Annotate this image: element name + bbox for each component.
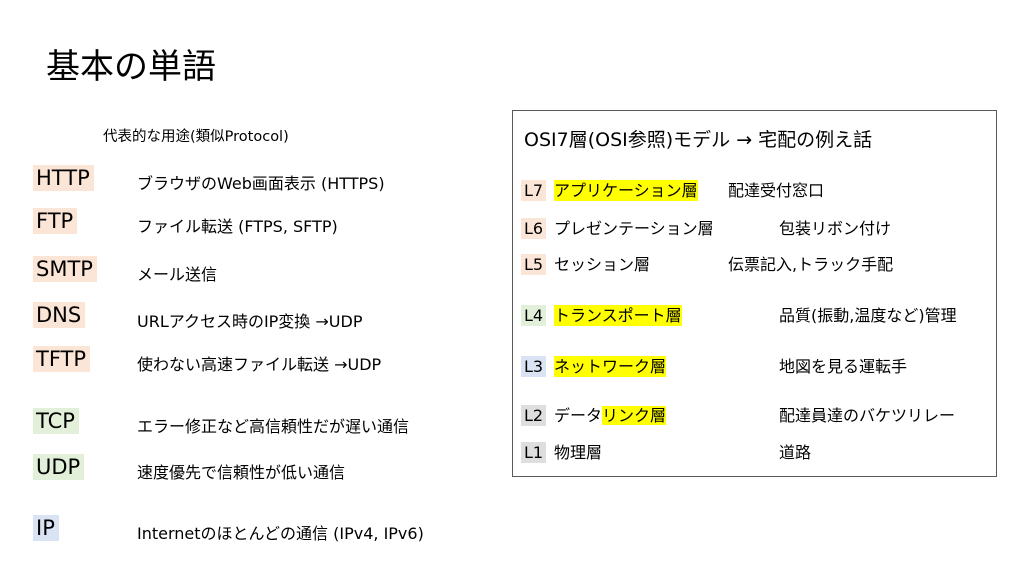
osi-layer-2-name-highlight: リンク層 — [602, 406, 667, 425]
protocol-udp: UDP — [33, 454, 85, 481]
osi-layer-1-name: 物理層 — [554, 443, 603, 462]
osi-level-2: L2 — [521, 405, 547, 427]
osi-level-3: L3 — [521, 356, 547, 378]
osi-layer-7-name: アプリケーション層 — [554, 180, 698, 202]
osi-layer-2-name-plain: データ — [554, 406, 603, 425]
osi-level-1: L1 — [521, 442, 547, 464]
osi-layer-7-example: 配達受付窓口 — [728, 181, 825, 200]
osi-layer-5-name: セッション層 — [554, 255, 651, 274]
osi-level-6: L6 — [521, 218, 547, 240]
osi-layer-6-name: プレゼンテーション層 — [554, 219, 714, 238]
protocol-ip-desc: Internetのほとんどの通信 (IPv4, IPv6) — [137, 524, 424, 543]
osi-layer-3-name: ネットワーク層 — [554, 356, 667, 378]
osi-level-5: L5 — [521, 254, 547, 276]
protocol-tcp: TCP — [33, 408, 79, 435]
osi-layer-3-example: 地図を見る運転手 — [779, 357, 908, 376]
protocol-ftp-desc: ファイル転送 (FTPS, SFTP) — [137, 217, 338, 236]
osi-layer-4-name: トランスポート層 — [554, 305, 682, 327]
osi-layer-2-name: データリンク層 — [554, 405, 667, 426]
protocol-ftp: FTP — [33, 208, 78, 235]
protocol-smtp: SMTP — [33, 256, 97, 283]
page-title: 基本の単語 — [46, 47, 216, 87]
osi-layer-5-example: 伝票記入,トラック手配 — [728, 255, 894, 274]
osi-layer-2-example: 配達員達のバケツリレー — [779, 406, 956, 425]
protocol-tftp: TFTP — [33, 346, 91, 373]
column-subtitle: 代表的な用途(類似Protocol) — [103, 129, 289, 145]
osi-layer-1-example: 道路 — [779, 443, 812, 462]
protocol-tftp-desc: 使わない高速ファイル転送 →UDP — [137, 355, 382, 374]
protocol-dns: DNS — [33, 302, 86, 329]
osi-model-box — [512, 110, 997, 477]
osi-layer-4-example: 品質(振動,温度など)管理 — [779, 306, 957, 325]
osi-layer-6-example: 包装リボン付け — [779, 219, 892, 238]
protocol-udp-desc: 速度優先で信頼性が低い通信 — [137, 463, 346, 482]
osi-level-7: L7 — [521, 180, 547, 202]
protocol-smtp-desc: メール送信 — [137, 265, 218, 284]
protocol-tcp-desc: エラー修正など高信頼性だが遅い通信 — [137, 417, 410, 436]
protocol-http-desc: ブラウザのWeb画面表示 (HTTPS) — [137, 174, 385, 193]
protocol-http: HTTP — [33, 165, 94, 192]
protocol-dns-desc: URLアクセス時のIP変換 →UDP — [137, 312, 363, 331]
osi-level-4: L4 — [521, 305, 547, 327]
osi-model-title: OSI7層(OSI参照)モデル → 宅配の例え話 — [524, 129, 873, 151]
protocol-ip: IP — [33, 515, 59, 542]
